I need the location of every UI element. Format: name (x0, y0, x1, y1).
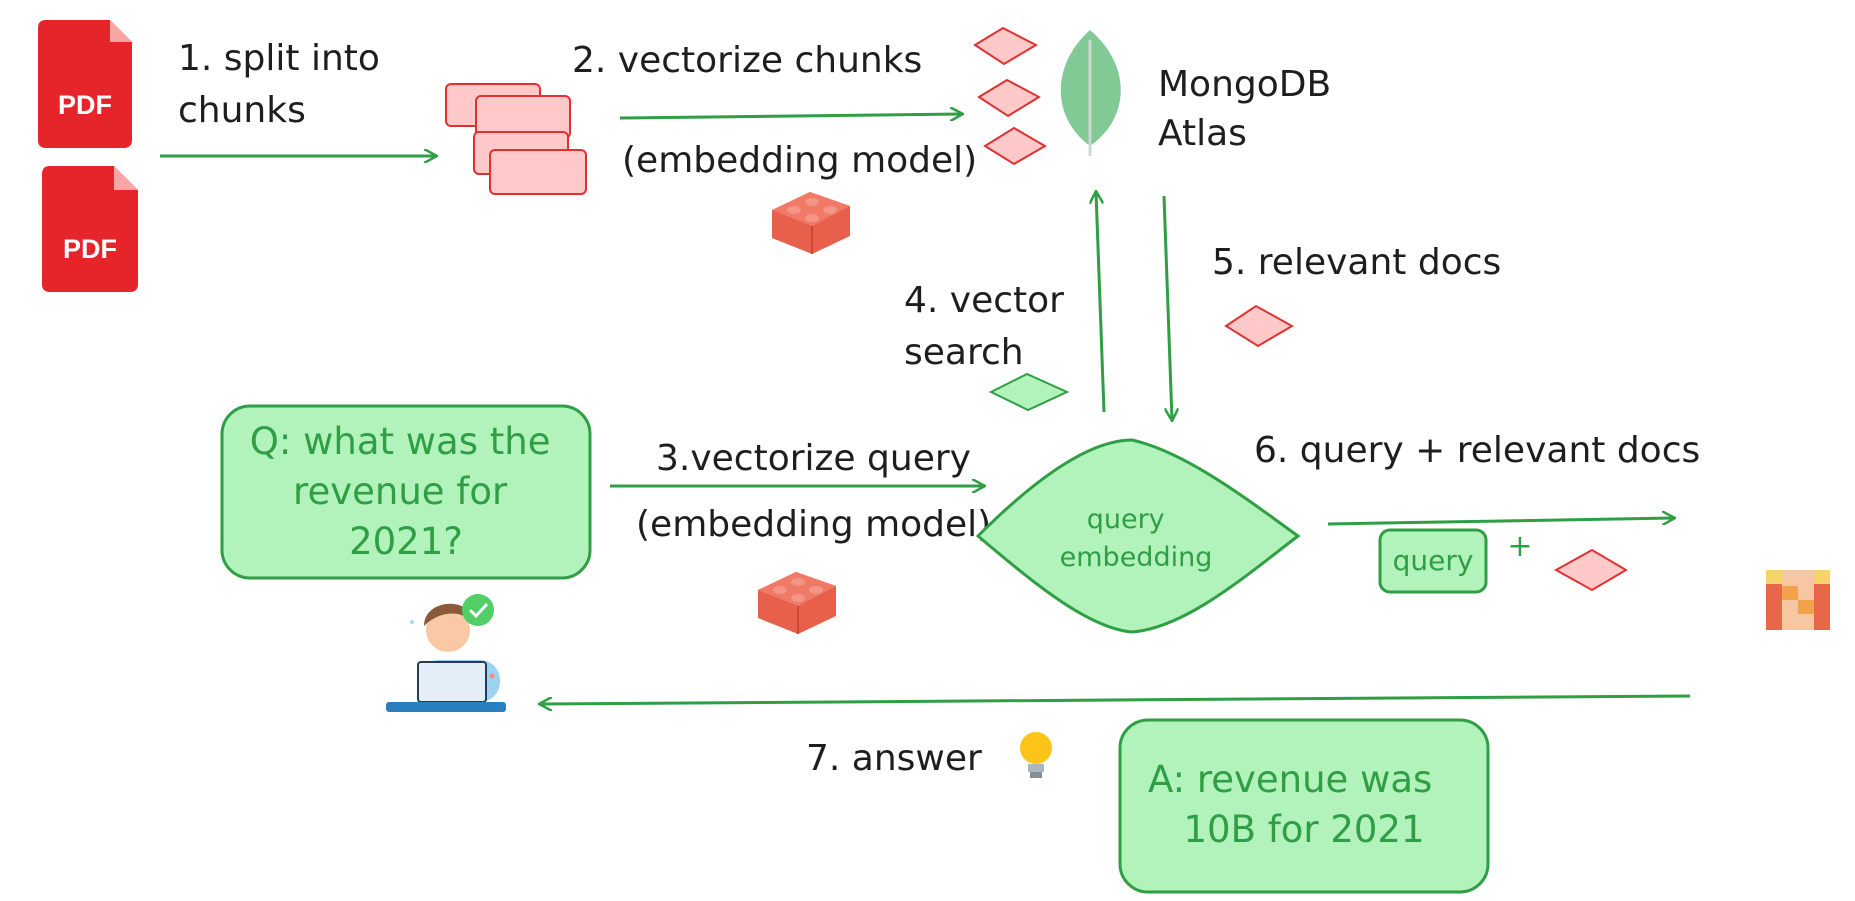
pdf-label: PDF (58, 90, 112, 120)
plus-sign: + (1507, 529, 1532, 564)
arrow-answer (540, 694, 1691, 704)
answer-text: A: revenue was 10B for 2021 (1148, 758, 1444, 851)
arrow-to-llm (1327, 518, 1674, 526)
step2-label: 2. vectorize chunks (572, 40, 922, 81)
pdf-icon: PDF (42, 166, 138, 292)
arrow-vectorize-chunks (619, 114, 962, 118)
step4-label: 4. vector search (904, 280, 1075, 373)
step5-label: 5. relevant docs (1212, 242, 1501, 283)
arrow-relevant-docs (1162, 195, 1172, 420)
mongodb-leaf-icon (1060, 30, 1121, 156)
vector-chunks-icon (973, 26, 1047, 166)
query-embedding-label: query embedding (1060, 504, 1213, 573)
lightbulb-icon (1020, 732, 1052, 778)
arrow-vector-search (1096, 192, 1106, 413)
answer-box (1118, 718, 1490, 894)
user-laptop-icon (386, 594, 506, 712)
query-vector-icon (988, 372, 1070, 412)
step7-label: 7. answer (806, 738, 982, 779)
mistral-logo-icon (1766, 570, 1830, 630)
relevant-doc-icon (1553, 548, 1628, 592)
query-chip (1378, 528, 1488, 594)
query-chip-label: query (1393, 544, 1474, 577)
step1-label: 1. split into chunks (178, 38, 391, 131)
question-text: Q: what was the revenue for 2021? (250, 420, 562, 563)
step6-label: 6. query + relevant docs (1254, 430, 1700, 471)
pdf-icon: PDF (38, 20, 132, 148)
db-name-label: MongoDB Atlas (1158, 64, 1343, 154)
query-embedding-diamond (975, 438, 1301, 634)
chunk-stack-icon (445, 83, 587, 195)
question-box (220, 404, 592, 580)
lego-brick-icon (772, 192, 850, 254)
embedding-model-label-2: (embedding model) (636, 504, 991, 545)
embedding-model-label-1: (embedding model) (622, 140, 977, 181)
lego-brick-icon (758, 572, 836, 634)
step3-label: 3.vectorize query (656, 438, 971, 479)
relevant-doc-icon (1224, 304, 1295, 348)
pdf-label: PDF (63, 234, 117, 264)
